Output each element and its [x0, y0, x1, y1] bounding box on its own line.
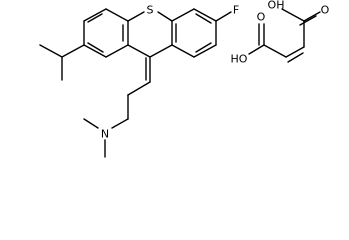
bond: [195, 42, 212, 53]
thioxanthene-core: [83, 8, 217, 58]
bond: [83, 8, 107, 22]
carbonyl-oxygen-left-label: O: [257, 11, 266, 24]
isopropyl-group: [39, 44, 85, 81]
bond: [303, 11, 321, 22]
bond: [157, 11, 173, 22]
bond: [215, 11, 232, 22]
atom-labels: S F N HO O OH O: [101, 0, 330, 141]
bond: [127, 11, 145, 22]
bond: [248, 44, 265, 55]
hydroxyl-left-label: HO: [231, 53, 248, 66]
bond: [87, 13, 103, 23]
bond: [287, 52, 304, 63]
bond: [111, 118, 129, 129]
bond: [105, 8, 129, 22]
chemical-structure-diagram: S F N HO O OH O: [39, 0, 330, 158]
bond: [285, 46, 305, 58]
bond: [83, 118, 99, 129]
bond: [127, 44, 151, 58]
sulfur-atom-label: S: [147, 4, 154, 17]
bond: [39, 44, 63, 58]
maleic-acid: [248, 8, 321, 63]
dimethylamino-group: [83, 118, 106, 158]
bond: [195, 13, 212, 24]
bond: [193, 44, 217, 58]
bond: [61, 44, 85, 58]
bond: [171, 44, 195, 58]
nitrogen-atom-label: N: [101, 128, 109, 141]
bond: [127, 81, 151, 96]
bond: [299, 15, 317, 26]
bond: [281, 8, 305, 22]
bond: [87, 42, 104, 53]
bond: [193, 8, 217, 22]
fluorine-atom-label: F: [233, 4, 239, 17]
fluoro-substituent: [215, 11, 232, 22]
propylidene-chain: [111, 56, 151, 129]
carbonyl-oxygen-right-label: O: [321, 4, 330, 17]
hydroxyl-right-label: OH: [268, 0, 285, 12]
bond: [171, 8, 195, 22]
bond: [263, 44, 287, 58]
bond: [83, 44, 107, 58]
bond: [105, 44, 129, 58]
bond: [149, 44, 173, 58]
